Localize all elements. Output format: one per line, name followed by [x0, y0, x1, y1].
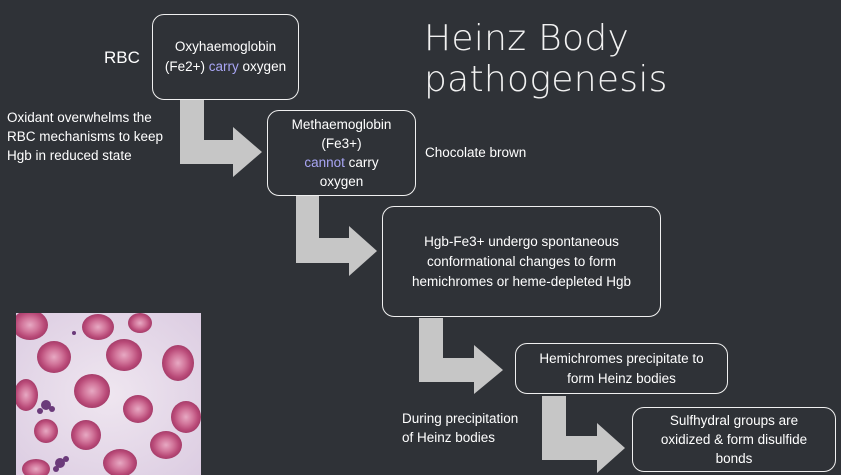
hgb-fe3-box: Hgb-Fe3+ undergo spontaneous conformatio… — [382, 206, 661, 317]
methaemoglobin-box: Methaemoglobin (Fe3+) cannot carry oxyge… — [267, 110, 416, 196]
arrow-4 — [542, 396, 625, 473]
oxyhaemoglobin-box: Oxyhaemoglobin (Fe2+) carry oxygen — [152, 14, 299, 100]
arrow-3 — [419, 318, 503, 394]
slide-title: Heinz Body pathogenesis — [424, 18, 668, 100]
rbc-label: RBC — [104, 48, 140, 67]
sulfhydral-box: Sulfhydral groups are oxidized & form di… — [632, 407, 836, 472]
cannot-accent: cannot — [304, 155, 345, 170]
hemichromes-box: Hemichromes precipitate to form Heinz bo… — [515, 343, 728, 394]
blood-smear-image — [16, 313, 201, 475]
carry-accent: carry — [208, 59, 239, 74]
precipitation-label: During precipitation of Heinz bodies — [402, 411, 519, 445]
chocolate-brown-label: Chocolate brown — [425, 145, 527, 160]
arrow-2 — [296, 196, 377, 276]
arrow-1 — [180, 100, 262, 177]
oxy-line1: Oxyhaemoglobin — [174, 39, 277, 54]
oxidant-label: Oxidant overwhelms the RBC mechanisms to… — [7, 110, 164, 163]
oxy-line2: (Fe2+) carry oxygen — [164, 59, 287, 74]
